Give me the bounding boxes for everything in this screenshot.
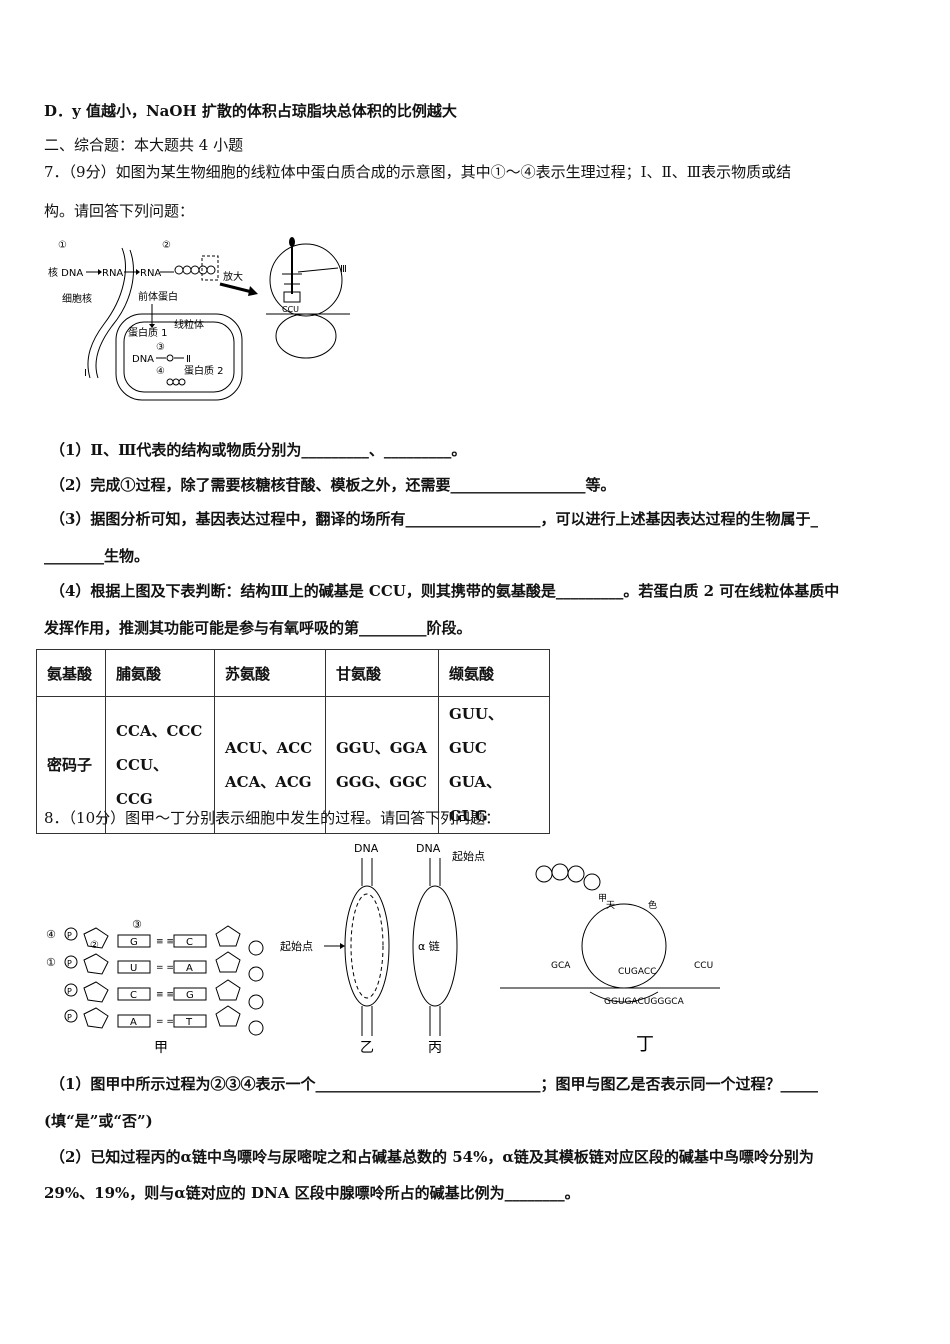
fig8-anticodon-mid: CUGACC (618, 967, 656, 977)
svg-text:≡ ≡: ≡ ≡ (156, 990, 174, 1000)
fig8-mrna: GGUGACUGGGCA (604, 997, 685, 1007)
fig7-circle-3: ③ (156, 342, 165, 353)
q7-part4: （4）根据上图及下表判断：结构Ⅲ上的碱基是 CCU，则其携带的氨基酸是_____… (50, 582, 840, 600)
fig8-start-yi: 起始点 (280, 939, 313, 953)
q8-part2-cont: 29%、19%，则与α链对应的 DNA 区段中腺嘌呤所占的碱基比例为______… (44, 1184, 580, 1202)
q7-part3-cont: ________生物。 (44, 547, 150, 565)
svg-text:≡ ≡: ≡ ≡ (156, 937, 174, 947)
fig7-mito-label: 线粒体 (174, 318, 204, 331)
fig8-label-yi: 乙 (360, 1040, 374, 1056)
fig8-base-left: C (130, 990, 137, 1001)
fig7-circle-2: ② (162, 240, 171, 251)
fig8-circle-4: ④ (46, 928, 56, 941)
fig8-base-left: U (130, 963, 137, 974)
fig8-phosphate: P (67, 959, 72, 968)
fig7-roman-3: Ⅲ (340, 264, 347, 275)
q8-part1-cont: (填“是”或“否”) (44, 1112, 153, 1130)
q8-part2: （2）已知过程丙的α链中鸟嘌呤与尿嘧啶之和占碱基总数的 54%，α链及其模板链对… (50, 1148, 814, 1166)
fig7-nucleus-label: 细胞核 (62, 292, 92, 305)
fig8-base-right: C (186, 937, 193, 948)
q8-figure: ④ ① ③ ② P P P P G U C A C A G T ≡ ≡ = = ≡… (46, 842, 720, 1056)
fig8-trna-se: 色 (648, 899, 657, 911)
q7-figure: ① 核 DNA RNA RNA ② 放大 细胞核 Ⅰ 前体蛋白 蛋白质 1 线粒… (48, 237, 350, 401)
table-header-cell: 氨基酸 (36, 649, 106, 697)
fig8-trna-tian: 天 (606, 901, 615, 911)
fig7-anticodon: CCU (282, 305, 299, 314)
q7-stem-cont: 构。请回答下列问题： (44, 202, 195, 220)
fig8-dna-yi: DNA (354, 842, 379, 855)
table-header-cell: 苏氨酸 (214, 649, 326, 697)
fig7-circle-1: ① (58, 240, 67, 251)
fig7-nuclear-dna: 核 DNA (48, 266, 83, 279)
q7-part4-cont: 发挥作用，推测其功能可能是参与有氧呼吸的第_________阶段。 (44, 619, 472, 637)
table-header-cell: 脯氨酸 (105, 649, 215, 697)
fig7-roman-2: Ⅱ (186, 354, 191, 365)
fig8-start-bing: 起始点 (452, 849, 485, 863)
fig8-phosphate: P (67, 1013, 72, 1022)
fig8-anticodon-left: GCA (551, 961, 571, 971)
fig8-base-right: G (186, 990, 194, 1001)
table-header-cell: 甘氨酸 (325, 649, 439, 697)
q8-stem: 8．（10分）图甲～丁分别表示细胞中发生的过程。请回答下列问题： (44, 809, 501, 827)
fig8-trna-jia: 甲 (598, 893, 607, 904)
svg-text:= =: = = (156, 963, 174, 973)
fig8-dna-bing: DNA (416, 842, 441, 855)
fig7-rna-2: RNA (140, 268, 161, 279)
codon-table-header: 氨基酸 脯氨酸 苏氨酸 甘氨酸 缬氨酸 (36, 649, 550, 697)
fig8-base-right: A (186, 963, 193, 974)
fig8-phosphate: P (67, 931, 72, 940)
fig8-base-left: G (130, 937, 138, 948)
option-d: D．y 值越小，NaOH 扩散的体积占琼脂块总体积的比例越大 (44, 102, 457, 120)
fig8-label-bing: 丙 (428, 1040, 442, 1056)
fig8-circle-3: ③ (132, 918, 142, 931)
table-row-label: 密码子 (36, 696, 106, 834)
fig7-rna-1: RNA (102, 268, 123, 279)
fig7-circle-4: ④ (156, 366, 165, 377)
fig8-label-ding: 丁 (636, 1034, 654, 1055)
table-header-cell: 缬氨酸 (438, 649, 550, 697)
fig7-roman-1: Ⅰ (84, 368, 87, 379)
fig8-phosphate: P (67, 987, 72, 996)
fig8-alpha-chain: α 链 (418, 939, 440, 953)
q7-part3: （3）据图分析可知，基因表达过程中，翻译的场所有________________… (50, 510, 818, 528)
section-heading: 二、综合题：本大题共 4 小题 (44, 136, 244, 154)
q7-stem: 7．（9分）如图为某生物细胞的线粒体中蛋白质合成的示意图，其中①～④表示生理过程… (44, 163, 792, 181)
q7-part2: （2）完成①过程，除了需要核糖核苷酸、模板之外，还需要_____________… (50, 476, 616, 494)
fig8-anticodon-right: CCU (694, 961, 713, 971)
fig7-protein-1: 蛋白质 1 (128, 326, 168, 339)
fig8-circle-1: ① (46, 956, 56, 969)
fig7-protein-2: 蛋白质 2 (184, 364, 224, 377)
q8-part1: （1）图甲中所示过程为②③④表示一个______________________… (50, 1075, 818, 1093)
q7-part1: （1）Ⅱ、Ⅲ代表的结构或物质分别为_________、_________。 (50, 441, 467, 459)
svg-text:= =: = = (156, 1017, 174, 1027)
fig8-base-left: A (130, 1017, 137, 1028)
fig8-label-jia: 甲 (154, 1040, 168, 1056)
fig7-dna-label: DNA (132, 354, 154, 365)
fig7-enlarge-label: 放大 (223, 270, 243, 283)
fig7-precursor-label: 前体蛋白 (138, 290, 178, 303)
fig8-base-right: T (185, 1017, 193, 1028)
fig8-circle-2: ② (90, 940, 99, 951)
